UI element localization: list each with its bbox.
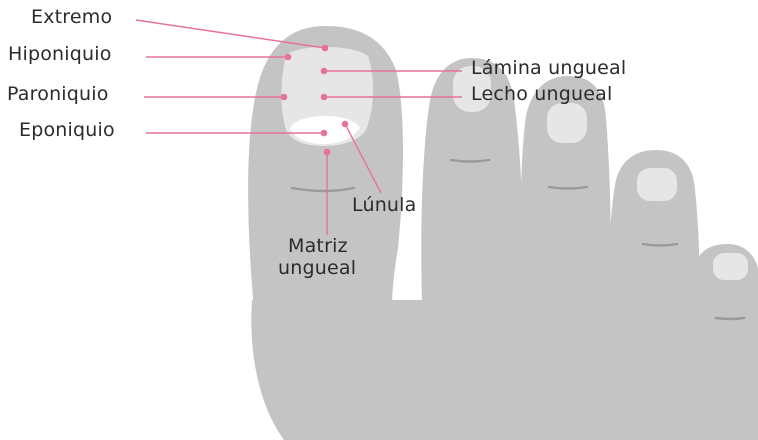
lecho-dot [321,94,328,101]
hiponiquio-dot [285,54,292,61]
little-toe-nail [713,253,748,280]
extremo-dot [322,45,329,52]
fourth-toe-nail [637,168,677,201]
label-hiponiquio: Hiponiquio [8,45,112,65]
foot-base [251,300,758,440]
label-eponiquio: Eponiquio [19,121,115,141]
lunula-dot [342,121,349,128]
third-toe-nail [547,103,587,143]
label-lunula: Lúnula [352,196,417,216]
label-paroniquio: Paroniquio [7,85,109,105]
label-ungueal: ungueal [278,259,356,279]
eponiquio-dot [321,130,328,137]
label-lecho-ungueal: Lecho ungueal [471,85,613,105]
label-matriz: Matriz [288,237,348,257]
matriz-dot [324,149,331,156]
label-extremo: Extremo [31,8,112,28]
paroniquio-dot [281,94,288,101]
little-toe-crease [716,318,744,319]
label-lamina-ungueal: Lámina ungueal [471,59,626,79]
lamina-dot [321,68,328,75]
